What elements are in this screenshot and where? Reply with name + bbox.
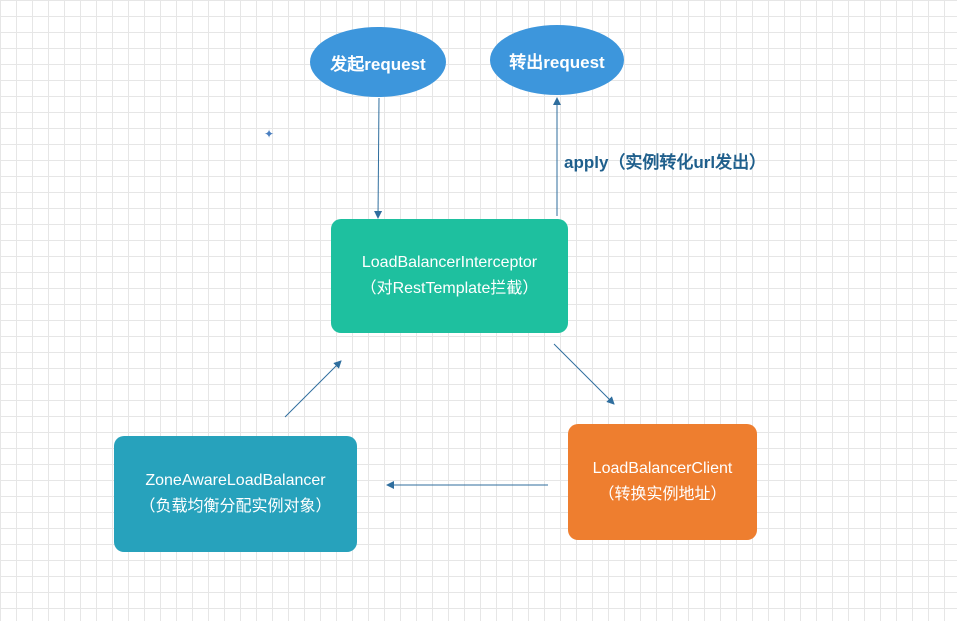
arrow-send-to-interceptor [374, 97, 383, 219]
client-title: LoadBalancerClient [592, 460, 733, 477]
arrow-zone-to-interceptor [284, 360, 342, 418]
node-send-request[interactable]: 发起request [310, 27, 446, 97]
interceptor-title: LoadBalancerInterceptor [361, 254, 538, 271]
apply-edge-label: apply（实例转化url发出） [564, 153, 767, 172]
node-load-balancer-client[interactable]: LoadBalancerClient （转换实例地址） [568, 424, 757, 540]
interceptor-subtitle: （对RestTemplate拦截） [360, 280, 539, 297]
node-forward-request-label: 转出request [509, 52, 605, 72]
zone-balancer-title: ZoneAwareLoadBalancer [145, 472, 326, 489]
client-subtitle: （转换实例地址） [598, 486, 727, 503]
crosshair-icon: ✦ [264, 127, 275, 141]
node-send-request-label: 发起request [330, 54, 426, 74]
node-load-balancer-interceptor[interactable]: LoadBalancerInterceptor （对RestTemplate拦截… [331, 219, 568, 333]
node-forward-request[interactable]: 转出request [490, 25, 624, 95]
node-zone-aware-load-balancer[interactable]: ZoneAwareLoadBalancer （负载均衡分配实例对象） [114, 436, 357, 552]
arrow-interceptor-to-client [553, 343, 615, 405]
zone-balancer-subtitle: （负载均衡分配实例对象） [139, 498, 332, 515]
